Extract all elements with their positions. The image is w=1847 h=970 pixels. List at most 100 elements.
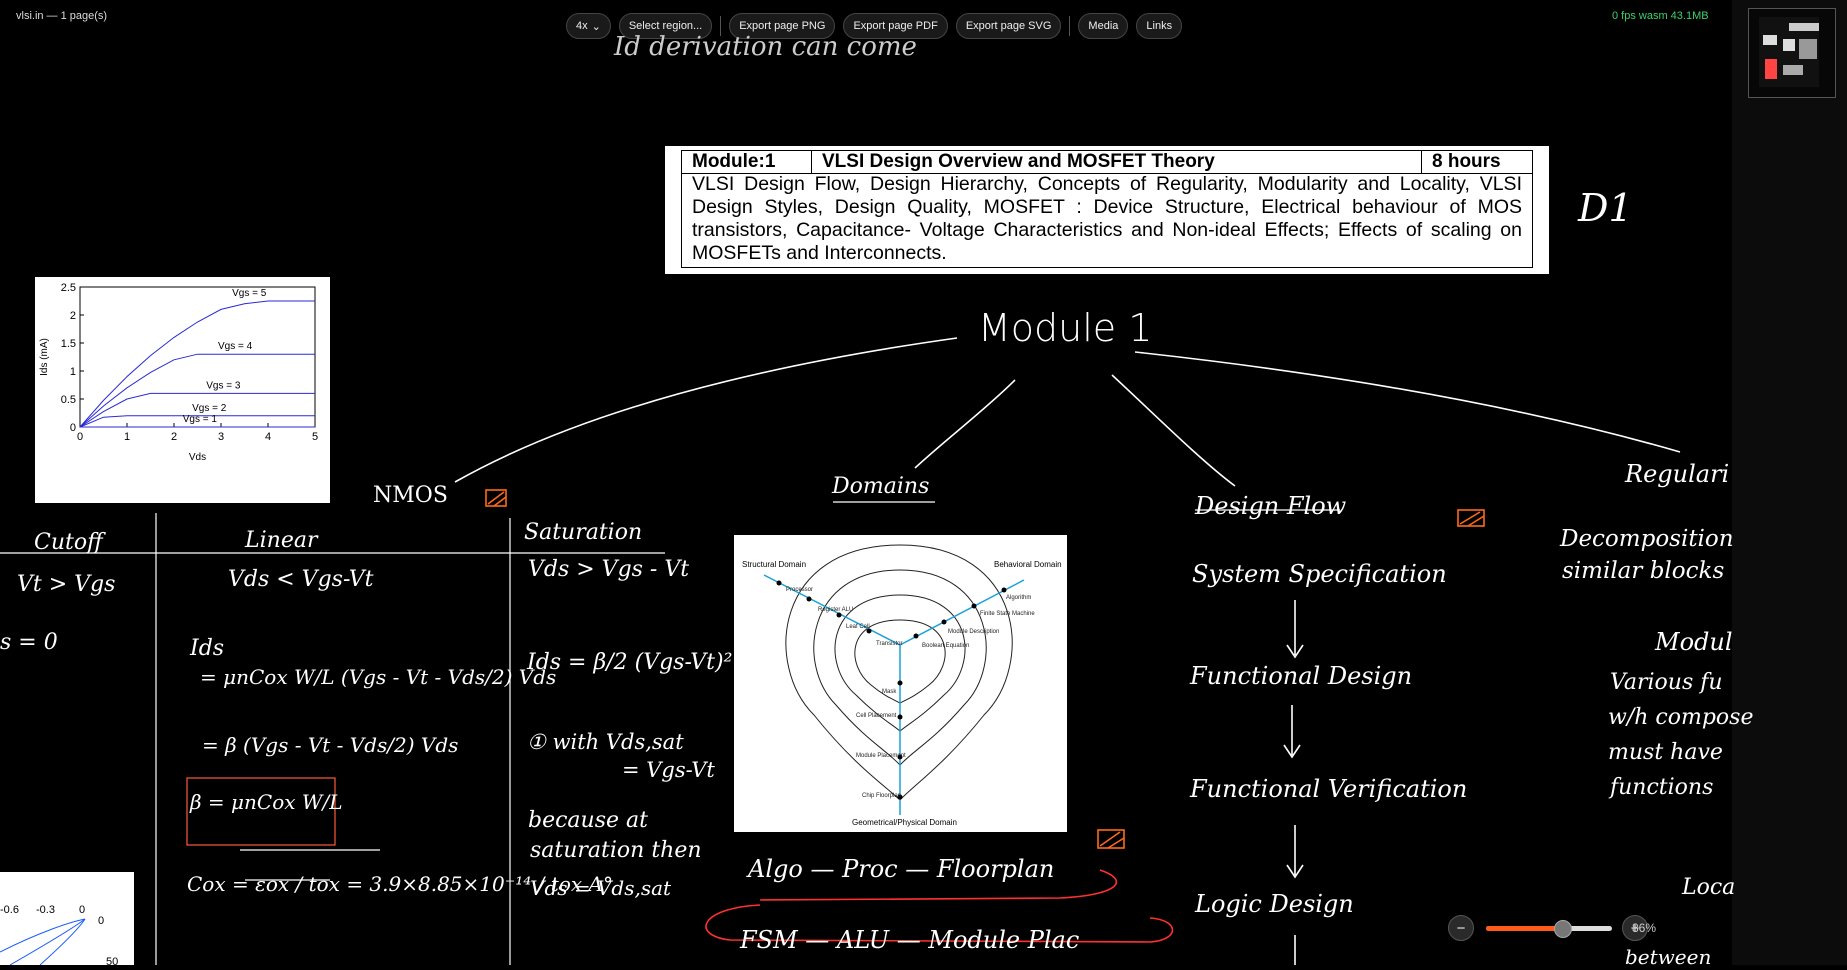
regularity-note-2: similar blocks <box>1562 558 1725 584</box>
zoom-slider[interactable] <box>1486 920 1612 938</box>
x-tick-label: 4 <box>265 431 271 443</box>
series-line <box>79 392 315 428</box>
y-chart-label: Mask <box>882 689 897 695</box>
partial-chart-tick: 0 <box>79 904 85 916</box>
y-tick-label: 1 <box>70 366 76 378</box>
series-line <box>79 353 315 428</box>
flow-step-4: Logic Design <box>1195 890 1354 918</box>
series-line <box>79 300 315 428</box>
toolbar-divider <box>1069 16 1071 36</box>
zoom-out-button[interactable]: − <box>1448 915 1474 941</box>
linear-equation-1: = μnCox W/L (Vgs - Vt - Vds/2) Vds <box>200 665 557 689</box>
partial-chart-tick: 0 <box>98 915 104 927</box>
thumbnail-preview <box>1759 17 1819 87</box>
zoom-select[interactable]: 4x⌄ <box>566 13 611 39</box>
flow-step-2: Functional Design <box>1190 662 1413 690</box>
zoom-control: − + 86% <box>1448 915 1656 943</box>
y-chart-svg: Structural Domain Behavioral Domain Geom… <box>742 544 1062 827</box>
saturation-ids: Ids = β/2 (Vgs-Vt)² <box>527 650 733 675</box>
linear-ids-label: Ids <box>190 636 225 661</box>
saturation-note-5: Vds = Vds,sat <box>530 876 672 900</box>
y-tick-label: 0.5 <box>61 394 76 406</box>
y-chart-label: Module Placement <box>856 753 906 759</box>
series-label: Vgs = 5 <box>232 288 267 299</box>
y-chart-label: Processor <box>786 587 813 593</box>
y-chart-diagram: Structural Domain Behavioral Domain Geom… <box>734 535 1067 832</box>
label-linear: Linear <box>245 528 318 553</box>
module-header: Module:1 VLSI Design Overview and MOSFET… <box>681 150 1533 174</box>
partial-chart-svg: -0.6 -0.3 0 0 50 <box>0 904 118 968</box>
y-axis-label: Ids (mA) <box>39 338 50 376</box>
page-thumbnail[interactable] <box>1748 8 1836 98</box>
flow-step-3: Functional Verification <box>1190 775 1468 803</box>
y-chart-label: Boolean Equation <box>922 643 969 649</box>
x-axis-label: Vds <box>189 452 206 463</box>
label-saturation: Saturation <box>524 520 643 545</box>
x-tick-label: 1 <box>124 431 130 443</box>
label-regularity: Regulari <box>1625 460 1730 488</box>
zoom-slider-handle[interactable] <box>1553 920 1572 938</box>
module-title: VLSI Design Overview and MOSFET Theory <box>812 151 1422 173</box>
flow-step-1: System Specification <box>1192 560 1447 588</box>
x-tick-label: 5 <box>312 431 318 443</box>
label-locality: Loca <box>1682 875 1736 900</box>
perf-readout: 0 fps wasm 43.1MB <box>1612 10 1709 22</box>
window-title: vlsi.in — 1 page(s) <box>16 10 108 22</box>
cutoff-ids: s = 0 <box>0 630 58 655</box>
partial-chart-tick: -0.3 <box>36 904 55 916</box>
structural-domain-label: Structural Domain <box>742 560 806 569</box>
y-chart-label: Algorithm <box>1006 595 1031 601</box>
handwritten-module1: Module 1 <box>978 306 1153 350</box>
y-chart-label: Cell Placement <box>856 713 897 719</box>
y-chart-label: Chip Floorplan <box>862 793 901 799</box>
saturation-note-2: = Vgs-Vt <box>622 758 715 782</box>
partial-chart: -0.6 -0.3 0 0 50 <box>0 872 134 968</box>
regularity-note-1: Decomposition <box>1560 526 1734 552</box>
y-tick-label: 2 <box>70 310 76 322</box>
y-tick-label: 1.5 <box>61 338 76 350</box>
export-png-button[interactable]: Export page PNG <box>729 13 836 39</box>
links-button[interactable]: Links <box>1136 13 1183 39</box>
label-design-flow: Design Flow <box>1195 492 1347 520</box>
series-label: Vgs = 1 <box>183 414 218 425</box>
x-tick-label: 0 <box>77 431 83 443</box>
zoom-in-button[interactable]: + <box>1622 915 1648 941</box>
linear-equation-2: = β (Vgs - Vt - Vds/2) Vds <box>202 733 459 757</box>
y-tick-label: 2.5 <box>61 282 76 294</box>
y-chart-label: Transistor <box>876 641 902 647</box>
zoom-level-label: 86% <box>1632 921 1657 935</box>
locality-note: between <box>1625 945 1712 969</box>
y-chart-label: Leaf Cell <box>846 624 870 630</box>
x-tick-label: 3 <box>218 431 224 443</box>
modularity-note-1: Various fu <box>1610 670 1723 695</box>
zoom-select-value: 4x <box>576 20 588 32</box>
label-domains: Domains <box>832 474 930 499</box>
y-chart-label: Module Description <box>948 629 999 635</box>
chevron-down-icon: ⌄ <box>591 20 601 33</box>
series-label: Vgs = 3 <box>206 380 241 391</box>
select-region-button[interactable]: Select region... <box>618 13 713 39</box>
page-sidebar <box>1732 0 1847 965</box>
partial-chart-tick: 50 <box>106 956 118 965</box>
saturation-condition: Vds > Vgs - Vt <box>528 557 690 582</box>
module-syllabus-table: Module:1 VLSI Design Overview and MOSFET… <box>665 146 1549 274</box>
zoom-slider-fill <box>1486 926 1562 931</box>
toolbar: 4x⌄ Select region... Export page PNG Exp… <box>566 13 1183 39</box>
toolbar-divider <box>720 16 722 36</box>
export-pdf-button[interactable]: Export page PDF <box>843 13 948 39</box>
y-chart-label: Register ALU <box>818 607 853 613</box>
export-svg-button[interactable]: Export page SVG <box>955 13 1062 39</box>
partial-chart-tick: -0.6 <box>0 904 19 916</box>
linear-condition: Vds < Vgs-Vt <box>228 567 374 592</box>
modularity-note-3: must have <box>1608 740 1723 765</box>
beta-definition: β = μnCox W/L <box>190 790 343 814</box>
label-cutoff: Cutoff <box>34 530 103 555</box>
behavioral-domain-label: Behavioral Domain <box>994 560 1062 569</box>
handwritten-top-note: Id derivation can come <box>614 32 917 62</box>
media-button[interactable]: Media <box>1078 13 1129 39</box>
module-number: Module:1 <box>682 151 812 173</box>
cutoff-condition: Vt > Vgs <box>17 572 116 597</box>
